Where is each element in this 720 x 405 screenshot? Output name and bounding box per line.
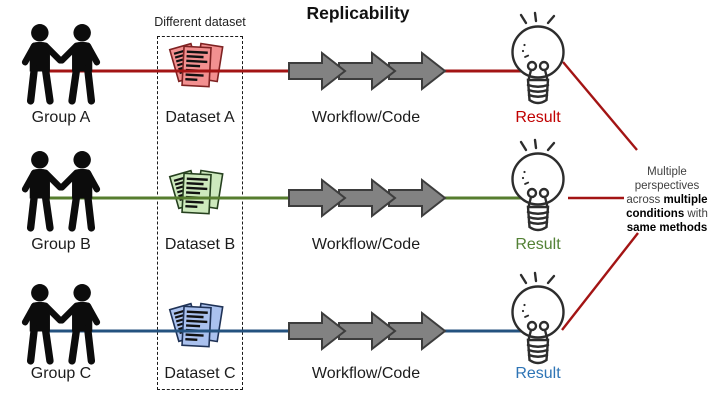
handshake-people-icon (15, 148, 107, 236)
lightbulb-icon (511, 138, 565, 232)
group-b-label: Group B (31, 236, 91, 253)
result-b-label: Result (515, 236, 561, 253)
result-a-label: Result (515, 109, 561, 126)
different-dataset-box (157, 36, 243, 390)
workflow-code-label: Workflow/Code (311, 365, 421, 382)
note-line: perspectives (634, 180, 700, 192)
lightbulb-icon (511, 11, 565, 105)
result-c-label: Result (515, 365, 561, 382)
workflow-code-label: Workflow/Code (311, 109, 421, 126)
note-line: Multiple (647, 166, 687, 178)
workflow-arrows-icon (288, 312, 446, 350)
stacked-documents-icon (168, 302, 224, 348)
group-c-label: Group C (30, 365, 92, 382)
diagram-title: Replicability (306, 3, 410, 23)
stacked-documents-icon (168, 42, 224, 88)
dataset-b-label: Dataset B (164, 236, 236, 253)
dataset-c-label: Dataset C (164, 365, 236, 382)
handshake-people-icon (15, 21, 107, 109)
workflow-arrows-icon (288, 52, 446, 90)
different-dataset-label: Different dataset (154, 15, 246, 29)
note-line: across multiple (626, 194, 708, 206)
convergence-note: Multiple perspectives across multiple co… (610, 165, 720, 235)
group-a-label: Group A (31, 109, 91, 126)
note-line: same methods (626, 222, 708, 234)
workflow-code-label: Workflow/Code (311, 236, 421, 253)
handshake-people-icon (15, 281, 107, 369)
lightbulb-icon (511, 271, 565, 365)
note-line: conditions with (626, 208, 708, 220)
stacked-documents-icon (168, 169, 224, 215)
workflow-arrows-icon (288, 179, 446, 217)
dataset-a-label: Dataset A (165, 109, 235, 126)
